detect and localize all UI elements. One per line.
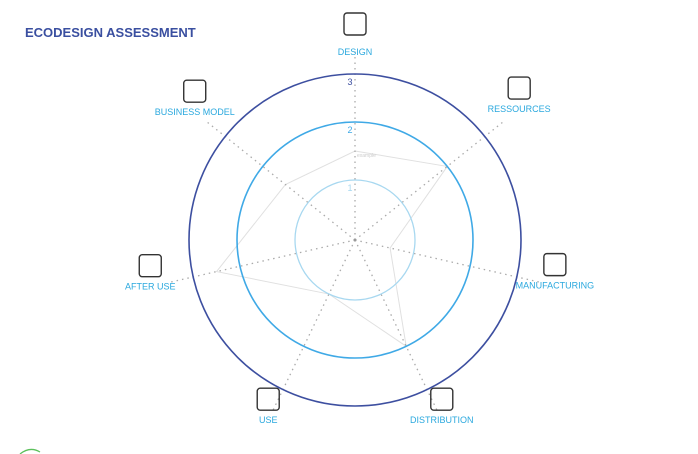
box-icon	[430, 387, 454, 411]
ingots-icon	[507, 76, 531, 100]
axis-line	[354, 121, 504, 241]
ring-1	[294, 179, 416, 301]
axis-line	[354, 239, 439, 412]
center-dot	[353, 238, 357, 242]
ring-tick-label: 1	[347, 183, 352, 193]
factory-icon	[543, 252, 567, 277]
document-cycle-icon	[183, 79, 207, 103]
ring-2	[236, 121, 474, 359]
recycle-battery-icon	[138, 254, 162, 278]
tablet-touch-icon	[256, 387, 280, 411]
series-polygon	[215, 150, 449, 348]
axis-label-manufacturing: MANUFACTURING	[516, 281, 595, 291]
ring-tick-label: 2	[347, 125, 352, 135]
axis-label-design: DESIGN	[338, 47, 373, 57]
axis-label-use: USE	[259, 415, 278, 425]
axis-label-distribution: DISTRIBUTION	[410, 415, 474, 425]
axis-label-ressources: RESSOURCES	[488, 104, 551, 114]
axis-label-business-model: BUSINESS MODEL	[155, 107, 235, 117]
green-arc	[19, 448, 41, 454]
axis-line	[271, 239, 356, 412]
ring-3	[188, 73, 522, 407]
series-label: example	[357, 153, 376, 159]
ring-tick-label: 3	[347, 77, 352, 87]
axis-line	[354, 239, 541, 283]
chart-title: ECODESIGN ASSESSMENT	[25, 25, 196, 40]
head-ideas-icon	[343, 12, 367, 36]
axis-label-after-use: AFTER USE	[125, 282, 176, 292]
axis-line	[169, 239, 356, 283]
axis-line	[206, 121, 356, 241]
